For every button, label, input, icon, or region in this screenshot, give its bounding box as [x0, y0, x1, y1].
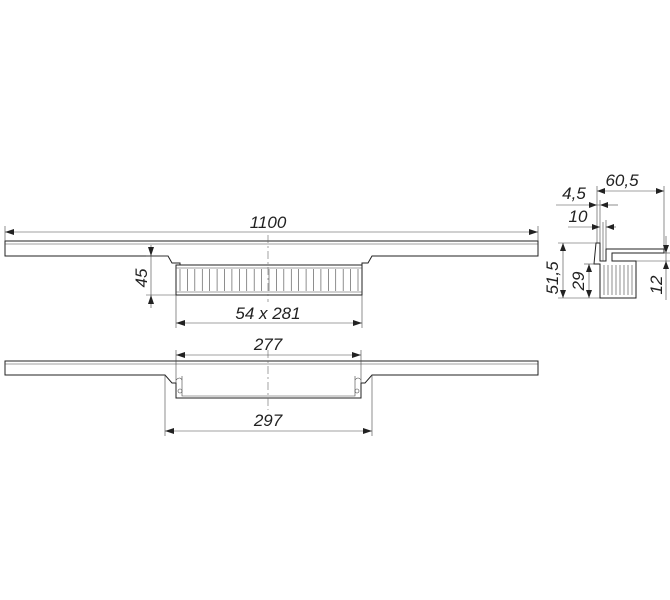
- right-hook: [354, 377, 362, 381]
- arrow-head: [586, 290, 592, 298]
- arrow-head: [353, 320, 362, 326]
- arrow-head: [148, 247, 154, 256]
- profile-outline: [593, 242, 665, 299]
- arrow-head: [352, 352, 361, 358]
- dim-slot-spec: 54 x 281: [235, 304, 300, 323]
- arrow-head: [663, 261, 669, 269]
- arrow-head: [165, 428, 174, 434]
- arrow-head: [597, 188, 605, 194]
- right-screw-hole: [354, 388, 360, 394]
- dim-body-height: 45: [132, 268, 151, 287]
- arrow-head: [560, 243, 566, 251]
- arrow-head: [529, 229, 538, 235]
- grate-slots: [179, 269, 359, 291]
- arrow-head: [586, 264, 592, 272]
- arrow-head: [560, 290, 566, 298]
- arrow-head: [176, 352, 185, 358]
- dim-total-height: 51,5: [543, 261, 562, 295]
- left-screw-hole: [177, 388, 183, 394]
- arrow-head: [5, 229, 14, 235]
- flange-bar: [4, 240, 539, 266]
- dim-offset-height: 12: [647, 275, 666, 294]
- front-view: 1100 45 54 x 281: [4, 213, 539, 328]
- arrow-head: [606, 224, 614, 230]
- arrow-head: [600, 202, 608, 208]
- arrow-head: [148, 295, 154, 304]
- dim-inner-width: 277: [253, 335, 283, 354]
- dim-outer-width: 297: [253, 411, 283, 430]
- dim-channel-height: 29: [569, 271, 588, 291]
- section-outline: [4, 360, 539, 399]
- dim-overall-length: 1100: [250, 213, 287, 232]
- arrow-head: [363, 428, 372, 434]
- grate-body: [175, 264, 363, 296]
- side-profile: 60,5 4,5 10 51,5 29 12: [543, 171, 670, 300]
- arrow-head: [176, 320, 185, 326]
- profile-slots: [603, 265, 633, 295]
- arrow-head: [589, 202, 597, 208]
- left-hook: [175, 377, 183, 381]
- dim-flange-width: 60,5: [605, 171, 639, 190]
- arrow-head: [592, 224, 600, 230]
- dim-wall-thickness: 4,5: [562, 184, 586, 203]
- section-view: 277 297: [4, 335, 539, 436]
- arrow-head: [663, 245, 669, 253]
- arrow-head: [656, 188, 664, 194]
- dim-lip: 10: [569, 207, 588, 226]
- section-channel: [181, 376, 356, 397]
